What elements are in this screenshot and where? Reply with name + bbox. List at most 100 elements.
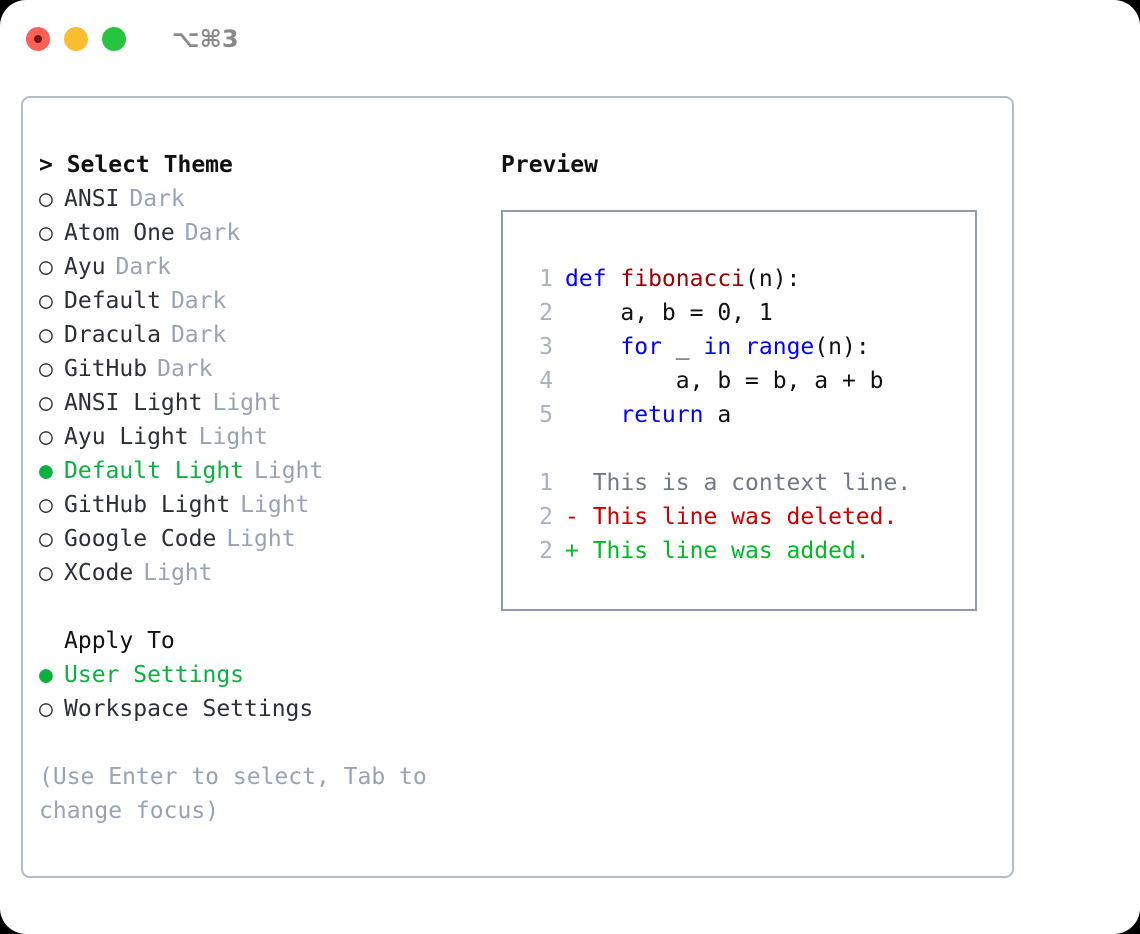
code-line: 1 def fibonacci(n): [523, 262, 975, 296]
theme-variant-tag: Light [198, 424, 268, 450]
list-spacer [39, 590, 489, 624]
theme-variant-tag: Light [240, 492, 310, 518]
theme-name: GitHub [64, 356, 148, 382]
apply-to-option-label: Workspace Settings [64, 696, 314, 722]
window-controls [26, 27, 126, 51]
theme-name: XCode [64, 560, 134, 586]
code-token: a, b = 0, 1 [565, 300, 773, 326]
code-line-number: 4 [539, 368, 553, 394]
diff-line-number: 1 [539, 470, 553, 496]
code-token [731, 334, 745, 360]
theme-variant-tag: Light [254, 458, 324, 484]
theme-list-item[interactable]: ○ Ayu Dark [39, 250, 489, 284]
code-line: 3 for _ in range(n): [523, 330, 975, 364]
theme-name: Ayu [64, 254, 106, 280]
minimize-button[interactable] [64, 27, 88, 51]
radio-selected-icon: ● [39, 662, 53, 688]
theme-variant-tag: Dark [170, 288, 227, 314]
theme-variant-tag: Dark [170, 322, 227, 348]
theme-name: Default [64, 288, 161, 314]
code-line-text: for _ in range(n): [565, 330, 870, 364]
code-line: 4 a, b = b, a + b [523, 364, 975, 398]
theme-list-item[interactable]: ○ Ayu Light Light [39, 420, 489, 454]
code-line-text: a, b = 0, 1 [565, 296, 773, 330]
radio-unselected-icon: ○ [39, 220, 53, 246]
radio-unselected-icon: ○ [39, 288, 53, 314]
radio-unselected-icon: ○ [39, 526, 53, 552]
theme-variant-tag: Dark [157, 356, 213, 382]
code-token: a [703, 402, 732, 428]
theme-list-item[interactable]: ○ Dracula Dark [39, 318, 489, 352]
theme-list-item[interactable]: ○ Default Dark [39, 284, 489, 318]
code-line-text: def fibonacci(n): [565, 262, 800, 296]
theme-list-item[interactable]: ○ Google Code Light [39, 522, 489, 556]
code-token: fibonacci [620, 266, 746, 292]
diff-line-number: 2 [539, 504, 553, 530]
theme-name: Atom One [64, 220, 175, 246]
close-button[interactable] [26, 27, 50, 51]
code-line: 2 a, b = 0, 1 [523, 296, 975, 330]
code-token [565, 334, 620, 360]
diff-line: 2 + This line was added. [523, 534, 975, 568]
theme-name: Google Code [64, 526, 217, 552]
diff-line-text: + This line was added. [565, 538, 870, 564]
code-token: (n): [745, 266, 801, 292]
theme-variant-tag: Dark [184, 220, 241, 246]
title-bar: ⌥⌘3 [0, 0, 1140, 78]
code-line-text: return a [565, 398, 731, 432]
zoom-button[interactable] [102, 27, 126, 51]
theme-list-item[interactable]: ○ GitHub Light Light [39, 488, 489, 522]
diff-line-text: This is a context line. [565, 470, 912, 496]
code-line-text: a, b = b, a + b [565, 364, 884, 398]
radio-unselected-icon: ○ [39, 254, 53, 280]
code-token: for [620, 334, 662, 360]
radio-unselected-icon: ○ [39, 322, 53, 348]
radio-unselected-icon: ○ [39, 696, 53, 722]
theme-variant-tag: Light [226, 526, 296, 552]
apply-to-item[interactable]: ○ Workspace Settings [39, 692, 489, 726]
radio-unselected-icon: ○ [39, 492, 53, 518]
code-token: _ [661, 334, 704, 360]
select-theme-heading: > Select Theme [39, 152, 233, 178]
apply-to-item[interactable]: ●User Settings [39, 658, 489, 692]
code-line-number: 1 [539, 266, 553, 292]
theme-name: Dracula [64, 322, 161, 348]
keyboard-shortcut-label: ⌥⌘3 [172, 25, 239, 53]
preview-title: Preview [501, 152, 598, 178]
radio-unselected-icon: ○ [39, 356, 53, 382]
diff-line-number: 2 [539, 538, 553, 564]
theme-list-item[interactable]: ○ GitHub Dark [39, 352, 489, 386]
theme-name: Ayu Light [64, 424, 189, 450]
keyboard-hint: (Use Enter to select, Tab to change focu… [39, 764, 441, 824]
code-token: return [620, 402, 704, 428]
theme-list-item[interactable]: ○ Atom One Dark [39, 216, 489, 250]
diff-sample: 1 This is a context line.2- This line wa… [523, 466, 975, 568]
radio-unselected-icon: ○ [39, 186, 53, 212]
radio-unselected-icon: ○ [39, 424, 53, 450]
theme-variant-tag: Light [212, 390, 282, 416]
radio-selected-icon: ● [39, 458, 53, 484]
code-line-number: 5 [539, 402, 553, 428]
theme-name: GitHub Light [64, 492, 231, 518]
apply-to-indent [39, 624, 64, 658]
code-token: in [703, 334, 732, 360]
code-token: range [745, 334, 815, 360]
theme-name: Default Light [64, 458, 245, 484]
apply-to-list[interactable]: ●User Settings ○ Workspace Settings [39, 658, 489, 726]
code-token: a, b = b, a + b [565, 368, 884, 394]
theme-variant-tag: Dark [115, 254, 171, 280]
diff-line: 1 This is a context line. [523, 466, 975, 500]
theme-list-item[interactable]: ● Default Light Light [39, 454, 489, 488]
code-token [565, 402, 620, 428]
code-token: (n): [814, 334, 870, 360]
theme-variant-tag: Light [143, 560, 213, 586]
